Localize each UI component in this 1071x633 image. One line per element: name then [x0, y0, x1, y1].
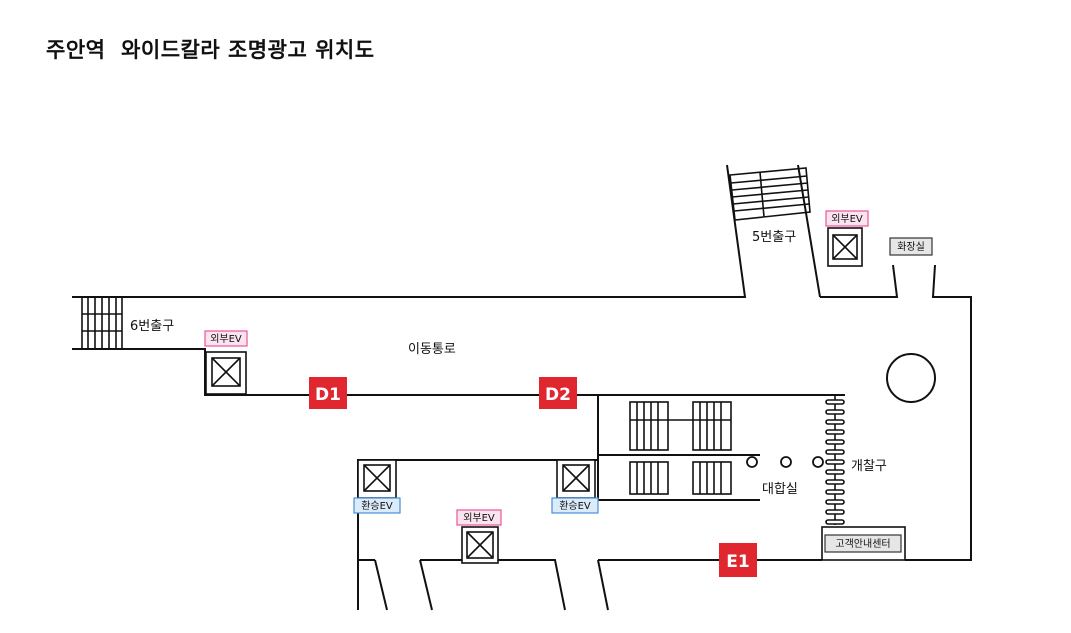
passage-bottom-wall	[72, 348, 845, 396]
concourse-inner-wall	[597, 395, 760, 501]
elevator-icon	[556, 459, 596, 499]
restroom-tag-text: 화장실	[897, 241, 925, 253]
transfer-ev-tag: 환승EV	[551, 497, 599, 514]
external-ev-tag: 외부EV	[204, 330, 248, 347]
upper-right-wall-left	[820, 264, 899, 298]
ad-badge-e1[interactable]: E1	[719, 543, 757, 577]
ad-badge-d1[interactable]: D1	[309, 377, 347, 409]
lower-wall-c	[420, 559, 566, 611]
concourse-stairs-lower	[629, 461, 732, 495]
elevator-icon	[205, 351, 247, 395]
external-ev-tag-text: 외부EV	[831, 213, 863, 225]
transfer-ev-tag-text: 환승EV	[361, 500, 393, 512]
round-pillar	[886, 353, 936, 403]
external-ev-tag-text: 외부EV	[210, 333, 242, 345]
external-ev-tag: 외부EV	[456, 509, 502, 526]
concourse-stairs-upper	[629, 401, 732, 451]
elevator-icon	[827, 227, 863, 267]
exit5-label: 5번출구	[752, 230, 796, 245]
exit6-stairs	[81, 296, 123, 350]
lower-wall-a	[374, 559, 388, 611]
elevator-icon	[357, 459, 397, 499]
lower-wall-b	[419, 559, 433, 611]
restroom-tag: 화장실	[889, 237, 933, 256]
external-ev-tag-text: 외부EV	[463, 512, 495, 524]
elevator-icon	[461, 526, 499, 564]
ad-badge-e1-label: E1	[726, 552, 749, 572]
waiting-room-label: 대합실	[762, 482, 798, 497]
exit6-label: 6번출구	[130, 319, 174, 334]
pillars	[746, 456, 824, 468]
customer-center-tag-text: 고객안내센터	[835, 538, 890, 550]
hall-right-wall	[905, 264, 972, 561]
passage-label: 이동통로	[408, 342, 456, 357]
passage-top-wall	[72, 164, 747, 298]
ad-badge-d2[interactable]: D2	[539, 377, 577, 409]
transfer-ev-tag: 환승EV	[353, 497, 401, 514]
external-ev-tag: 외부EV	[825, 210, 869, 227]
transfer-ev-tag-text: 환승EV	[559, 500, 591, 512]
exit5-right-wall	[797, 164, 821, 298]
page-title: 주안역 와이드칼라 조명광고 위치도	[46, 38, 375, 62]
customer-center-tag: 고객안내센터	[824, 534, 902, 553]
ad-badge-d1-label: D1	[315, 385, 341, 405]
ticket-gate	[825, 395, 845, 525]
ad-badge-d2-label: D2	[545, 385, 571, 405]
ticket-gate-label: 개찰구	[851, 459, 887, 474]
exit5-stairs	[729, 167, 811, 221]
lower-wall-e	[597, 559, 609, 611]
